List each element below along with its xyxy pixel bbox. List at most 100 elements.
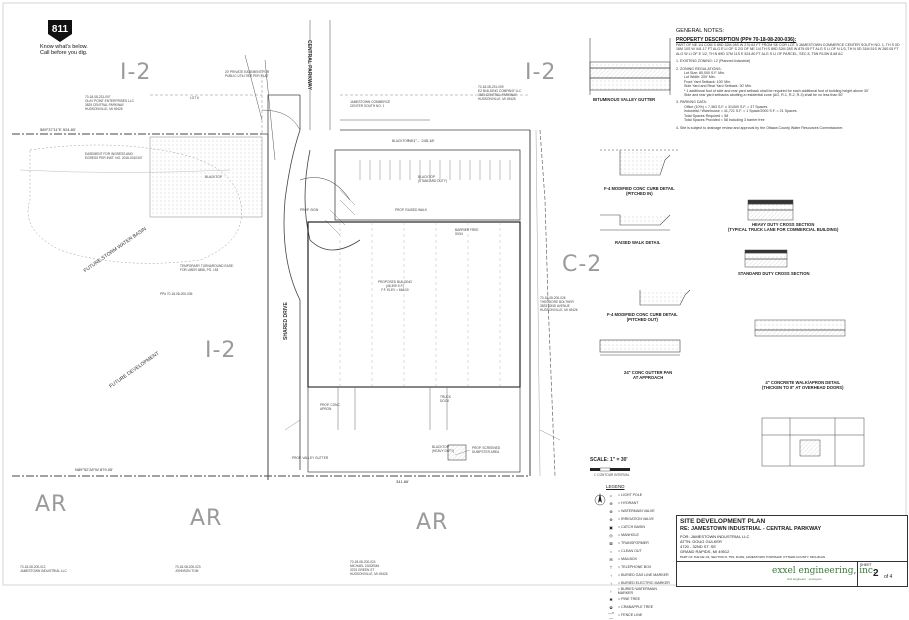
legend-item: ⊗ = IRRIGATION VALVE — [606, 515, 672, 523]
legend: LEGEND ☼= LIGHT POLE⊕= HYDRANT⊗= WATERMA… — [606, 484, 672, 620]
legend-symbol-icon: ⊤ — [609, 564, 613, 570]
plan-attn: ATTN: DOUG GULKER — [680, 539, 722, 544]
dimension-north: 589°37'11"E 524.80' — [40, 127, 76, 132]
turnaround-note: TEMPORARY TURNAROUND EASE. FOR LIBER 485… — [180, 264, 234, 272]
shovel-811-icon: 811 — [48, 20, 72, 42]
legend-symbol-icon: ⊠ — [609, 540, 613, 546]
prop-sign-label: PROP. SIGN — [300, 208, 319, 212]
dimension-east: N01°... 245.18' — [408, 138, 435, 143]
plan-title: SITE DEVELOPMENT PLAN — [680, 518, 766, 525]
parcel-label: LOT 6 — [190, 96, 199, 100]
property-description-title: PROPERTY DESCRIPTION (PP# 70-18-08-200-0… — [676, 37, 797, 43]
plan-for: FOR: JAMESTOWN INDUSTRIAL LLC — [680, 534, 750, 539]
legend-item: ⊠ = TRANSFORMER — [606, 539, 672, 547]
legend-symbol-icon: ⊗ — [609, 508, 613, 514]
barrier-free-label: BARRIER FREE SIGN — [455, 228, 479, 236]
raised-walk-label: PROP. RAISED WALK — [395, 208, 428, 212]
road-label-central-parkway: CENTRAL PARKWAY — [306, 40, 312, 90]
parcel-label: 70-18-08-200-024 MICHAEL ZUIDEMA 3376 GR… — [350, 560, 388, 576]
proposed-building-label: PROPOSED BUILDING (46,399 S.F.) F.F. ELE… — [378, 280, 413, 292]
detail-title: 24" CONC GUTTER PAN AT APPROACH — [624, 370, 673, 380]
building-outline — [307, 221, 521, 388]
title-block: SITE DEVELOPMENT PLAN RE: JAMESTOWN INDU… — [676, 515, 908, 587]
storm-easement-note: EASEMENT FOR INGRESS AND EGRESS PER INST… — [85, 152, 143, 160]
valley-gutter-label: PROP. VALLEY GUTTER — [292, 456, 329, 460]
note-2: Lot Size: 80,000 S.F. Min. Lot Width: 20… — [684, 71, 869, 98]
legend-label: = CATCH BASIN — [618, 525, 645, 529]
detail-title: F-4 MODIFIED CONC CURB DETAIL (PITCHED O… — [607, 312, 678, 322]
call-811-logo: 811 Know what's below. Call before you d… — [40, 18, 90, 56]
legend-label: = BURIED ELECTRIC MARKER — [618, 581, 670, 585]
legend-label: = FENCE LINE — [618, 613, 643, 617]
legend-symbol-icon: ☼ — [609, 492, 613, 498]
sheet-label: SHEET — [860, 563, 872, 567]
detail-title: RAISED WALK DETAIL — [615, 240, 661, 245]
legend-label: = CRABAPPLE TREE — [618, 605, 654, 609]
legend-label: = IRRIGATION VALVE — [618, 517, 654, 521]
legend-item: ↑ = BURIED WATERMAIN MARKER — [606, 587, 672, 595]
legend-item: ↑= BURIED GAS LINE MARKER — [606, 571, 672, 579]
zone-label: I-2 — [525, 60, 557, 85]
parcel-label: 70-18-08-231-007 OLAY POINT ENTERPRISES … — [85, 95, 134, 111]
parcel-label: 70-18-08-200-023 JOHNSON TOM — [175, 565, 201, 573]
legend-item: ✉ = MAILBOX — [606, 555, 672, 563]
contour-interval: 1' CONTOUR INTERVAL — [594, 473, 630, 477]
legend-label: = MANHOLE — [618, 533, 639, 537]
legend-symbol-icon: ↑ — [609, 588, 612, 594]
legend-label: = TELEPHONE BOX — [618, 565, 652, 569]
dimension-bottom: 341.86' — [396, 479, 409, 484]
road-label-shared-drive: SHARED DRIVE — [283, 302, 289, 340]
general-notes: GENERAL NOTES: PROPERTY DESCRIPTION (PP#… — [676, 28, 906, 130]
zone-label: I-2 — [205, 338, 237, 363]
zone-label: I-2 — [120, 60, 152, 85]
legend-symbol-icon: ✱ — [609, 596, 613, 602]
blacktop-label: BLACKTOP — [392, 139, 409, 143]
parcel-label: JAMESTOWN COMMERCE CENTER SOUTH NO. 1 — [350, 100, 391, 108]
legend-symbol-icon: ▣ — [609, 524, 613, 530]
legend-item: ⊤ = TELEPHONE BOX — [606, 563, 672, 571]
legend-label: = HYDRANT — [618, 501, 639, 505]
plan-addr2: GRAND RAPIDS, MI 49512 — [680, 549, 730, 554]
conc-apron-label: PROP. CONC. APRON — [320, 403, 341, 411]
legend-symbol-icon: ⊗ — [609, 516, 613, 522]
legend-item: ↑ = BURIED ELECTRIC MARKER — [606, 579, 672, 587]
dimension-south: N89°52'28"W 879.05' — [75, 467, 113, 472]
plan-re: RE: JAMESTOWN INDUSTRIAL - CENTRAL PARKW… — [680, 526, 822, 532]
property-description: PART OF NE 1/4 COM S 89D 32M 28S W 270.6… — [676, 43, 900, 56]
legend-item: ⊗ = WATERMAIN VALVE — [606, 507, 672, 515]
legend-item: ◎= MANHOLE — [606, 531, 672, 539]
truck-dock-label: TRUCK DOCK — [440, 395, 451, 403]
legend-symbol-icon: ⊕ — [609, 500, 613, 506]
legend-item: —×—= FENCE LINE — [606, 610, 672, 620]
legend-item: ⊕ = HYDRANT — [606, 499, 672, 507]
scale-text: SCALE: 1" = 30' — [590, 457, 628, 463]
legend-symbol-icon: ↑ — [610, 580, 612, 586]
detail-title: F-4 MODIFIED CONC CURB DETAIL (PITCHED I… — [604, 186, 675, 196]
parcel-label: 70-18-08-231-009 EZ BUILDING COMPANY LLC… — [478, 85, 522, 101]
detail-title: 4" CONCRETE WALK/APRON DETAIL (THICKEN T… — [762, 380, 844, 390]
zone-label: AR — [416, 510, 449, 535]
legend-label: = BURIED WATERMAIN MARKER — [617, 587, 657, 595]
legend-label: = MAILBOX — [618, 557, 638, 561]
zone-label: AR — [35, 492, 68, 517]
legend-label: = TRANSFORMER — [618, 541, 649, 545]
site-plan-drawing — [2, 2, 907, 586]
legend-label: = PINE TREE — [618, 597, 641, 601]
legend-label: = BURIED GAS LINE MARKER — [618, 573, 669, 577]
note-1: 1. EXISTING ZONING: I-2 (Planned Industr… — [676, 59, 751, 64]
parcel-label: 70-18-08-200-012 JAMESTOWN INDUSTRIAL LL… — [20, 565, 67, 573]
legend-symbol-icon: ✉ — [609, 556, 613, 562]
detail-title: STANDARD DUTY CROSS SECTION — [738, 271, 810, 276]
note-3: Office (10%) = 7,363 S.F. x 3/1000 S.F. … — [684, 104, 797, 123]
legend-label: = WATERMAIN VALVE — [618, 509, 655, 513]
legend-label: = LIGHT POLE — [618, 493, 643, 497]
company-sub: civil engineers · surveyors — [787, 577, 822, 581]
legend-item: ○= CLEAN OUT — [606, 547, 672, 555]
sheet-of: of 4 — [884, 574, 893, 580]
dumpster-label: PROP. SCREENED DUMPSTER AREA — [472, 446, 501, 454]
parcel-label: PP# 70-18-08-200-036 — [160, 292, 193, 296]
note-4: 4. Site is subject to drainage review an… — [676, 125, 844, 130]
legend-item: ☼ = LIGHT POLE — [606, 491, 672, 499]
parcel-label: 70-18-08-200-026 THEODORE BOLTHER 3825 3… — [540, 296, 578, 312]
logo-number: 811 — [52, 24, 69, 35]
